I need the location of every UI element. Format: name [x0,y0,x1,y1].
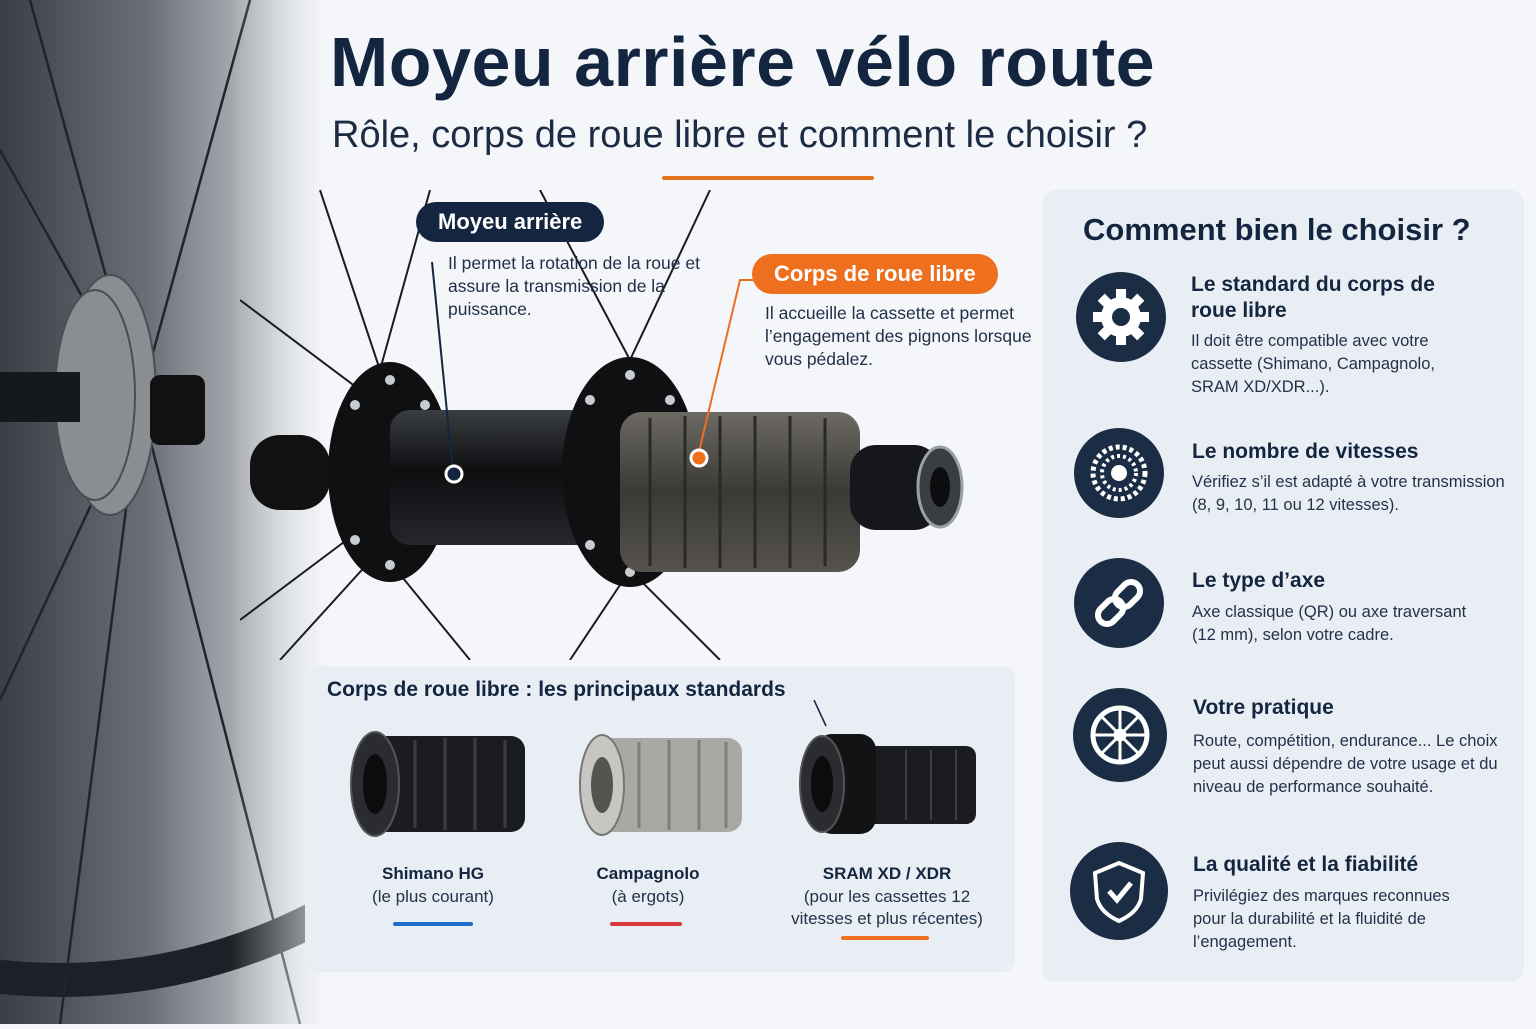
criterion-title: Le standard du corps de roue libre [1191,273,1435,322]
standard-color-bar [610,922,682,926]
criterion-title: Le nombre de vitesses [1192,440,1419,463]
title-underline [662,176,874,180]
standard-name: Campagnolo [596,864,700,883]
cassette-icon [1074,428,1164,518]
criterion-title: Le type d’axe [1192,569,1326,592]
shimano-hg-freehub [350,731,525,837]
criterion-text: Privilégiez des marques reconnues pour l… [1193,887,1450,951]
hub-description: Il permet la rotation de la roue et assu… [448,253,700,319]
standard-description: (le plus courant) [372,887,494,906]
wheel-icon [1073,688,1167,782]
standard-name: Shimano HG [381,864,484,883]
criterion-text: Il doit être compatible avec votre casse… [1191,332,1435,396]
criterion-text: Axe classique (QR) ou axe traversant (12… [1192,603,1467,644]
standard-name: SRAM XD / XDR [822,864,952,883]
standards-leader [813,700,827,727]
gear-icon [1076,272,1166,362]
standard-description: (pour les cassettes 12 vitesses et plus … [791,887,983,928]
freewheel-label: Corps de roue libre [752,254,998,294]
page-title: Moyeu arrière vélo route [330,23,1156,101]
sram-xd-freehub [799,734,976,834]
criterion-text: Route, compétition, endurance... Le choi… [1193,732,1498,796]
criterion-title: Votre pratique [1193,696,1334,719]
panel-title: Comment bien le choisir ? [1083,212,1471,247]
hub-label: Moyeu arrière [416,202,605,242]
page-subtitle: Rôle, corps de roue libre et comment le … [332,114,1148,156]
shield-check-icon [1070,842,1168,940]
freewheel-description: Il accueille la cassette et permet l’eng… [765,303,1032,369]
standards-title: Corps de roue libre : les principaux sta… [327,678,786,701]
criterion-text: Vérifiez s’il est adapté à votre transmi… [1192,473,1505,514]
standard-color-bar [841,936,929,940]
standard-color-bar [393,922,473,926]
chain-link-icon [1074,558,1164,648]
rear-hub-illustration [240,190,964,660]
standard-description: (à ergots) [611,887,685,906]
criterion-title: La qualité et la fiabilité [1193,853,1419,876]
campagnolo-freehub [579,734,742,836]
